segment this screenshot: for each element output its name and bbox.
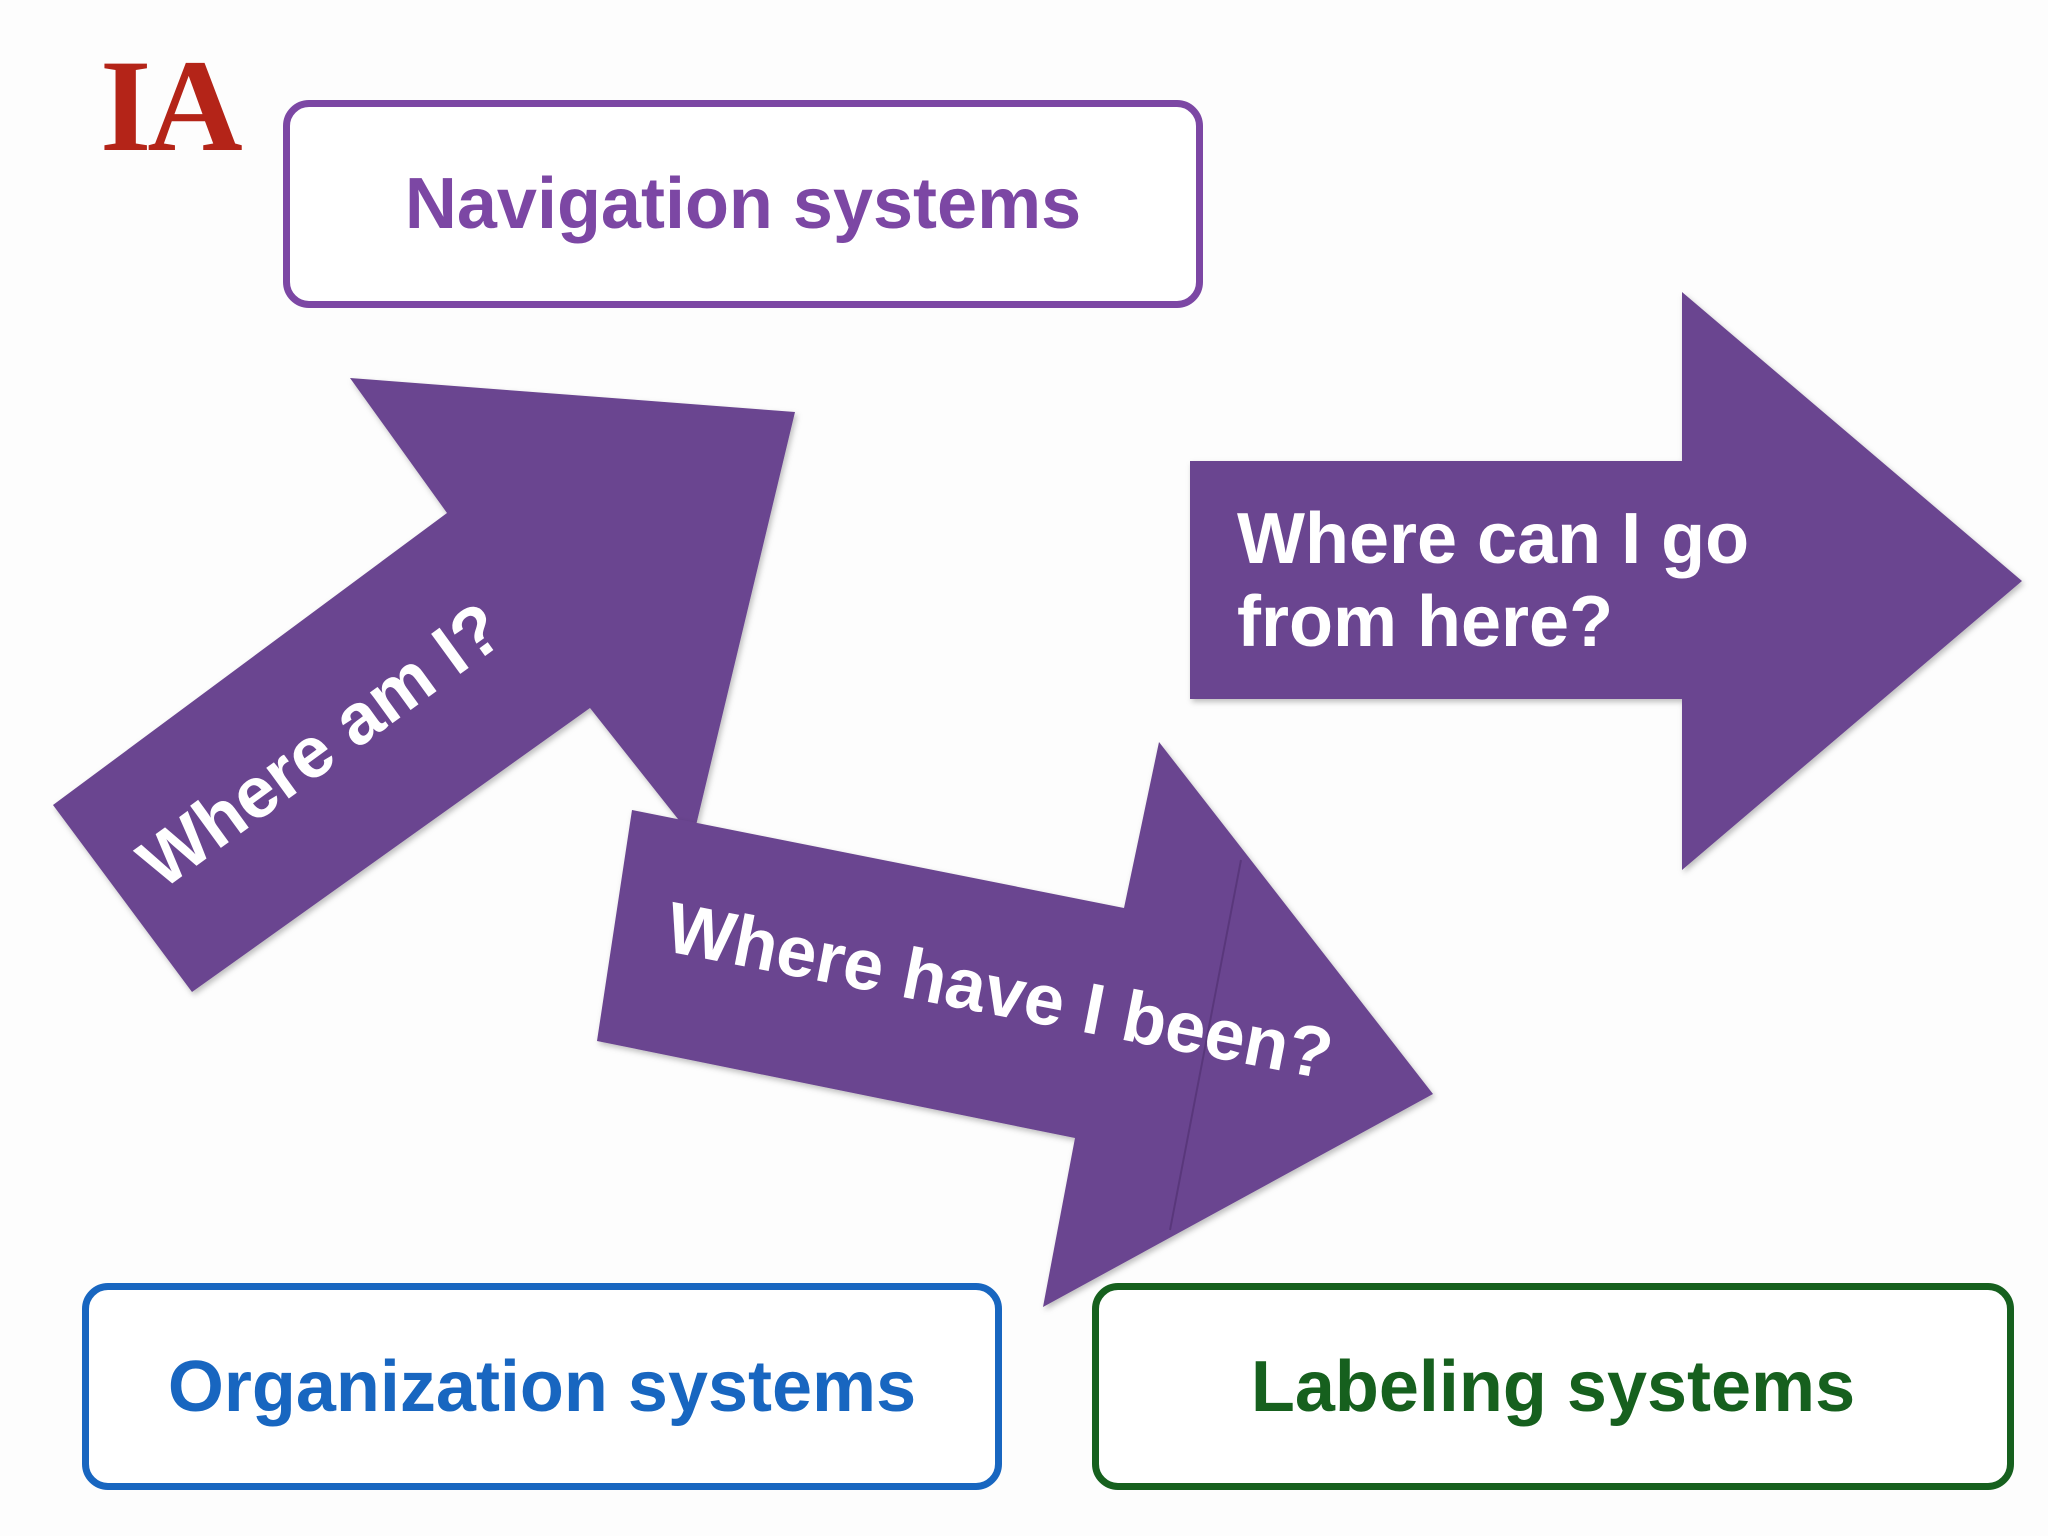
organization-systems-box: Organization systems: [82, 1283, 1002, 1490]
arrow-where-can-i-go: [1190, 292, 2022, 870]
labeling-systems-label: Labeling systems: [1250, 1346, 1856, 1427]
ia-logo: IA: [100, 32, 243, 179]
arrow-where-have-i-been: [597, 742, 1433, 1307]
arrow-where-am-i: [53, 378, 795, 992]
where-can-i-go-text-line2: from here?: [1237, 582, 1613, 662]
paper-fold-line: [1169, 859, 1242, 1231]
labeling-systems-box: Labeling systems: [1092, 1283, 2014, 1490]
navigation-systems-label: Navigation systems: [404, 164, 1082, 244]
organization-systems-label: Organization systems: [167, 1346, 917, 1427]
navigation-systems-box: Navigation systems: [283, 100, 1203, 308]
where-can-i-go-text-line1: Where can I go: [1237, 499, 1749, 579]
